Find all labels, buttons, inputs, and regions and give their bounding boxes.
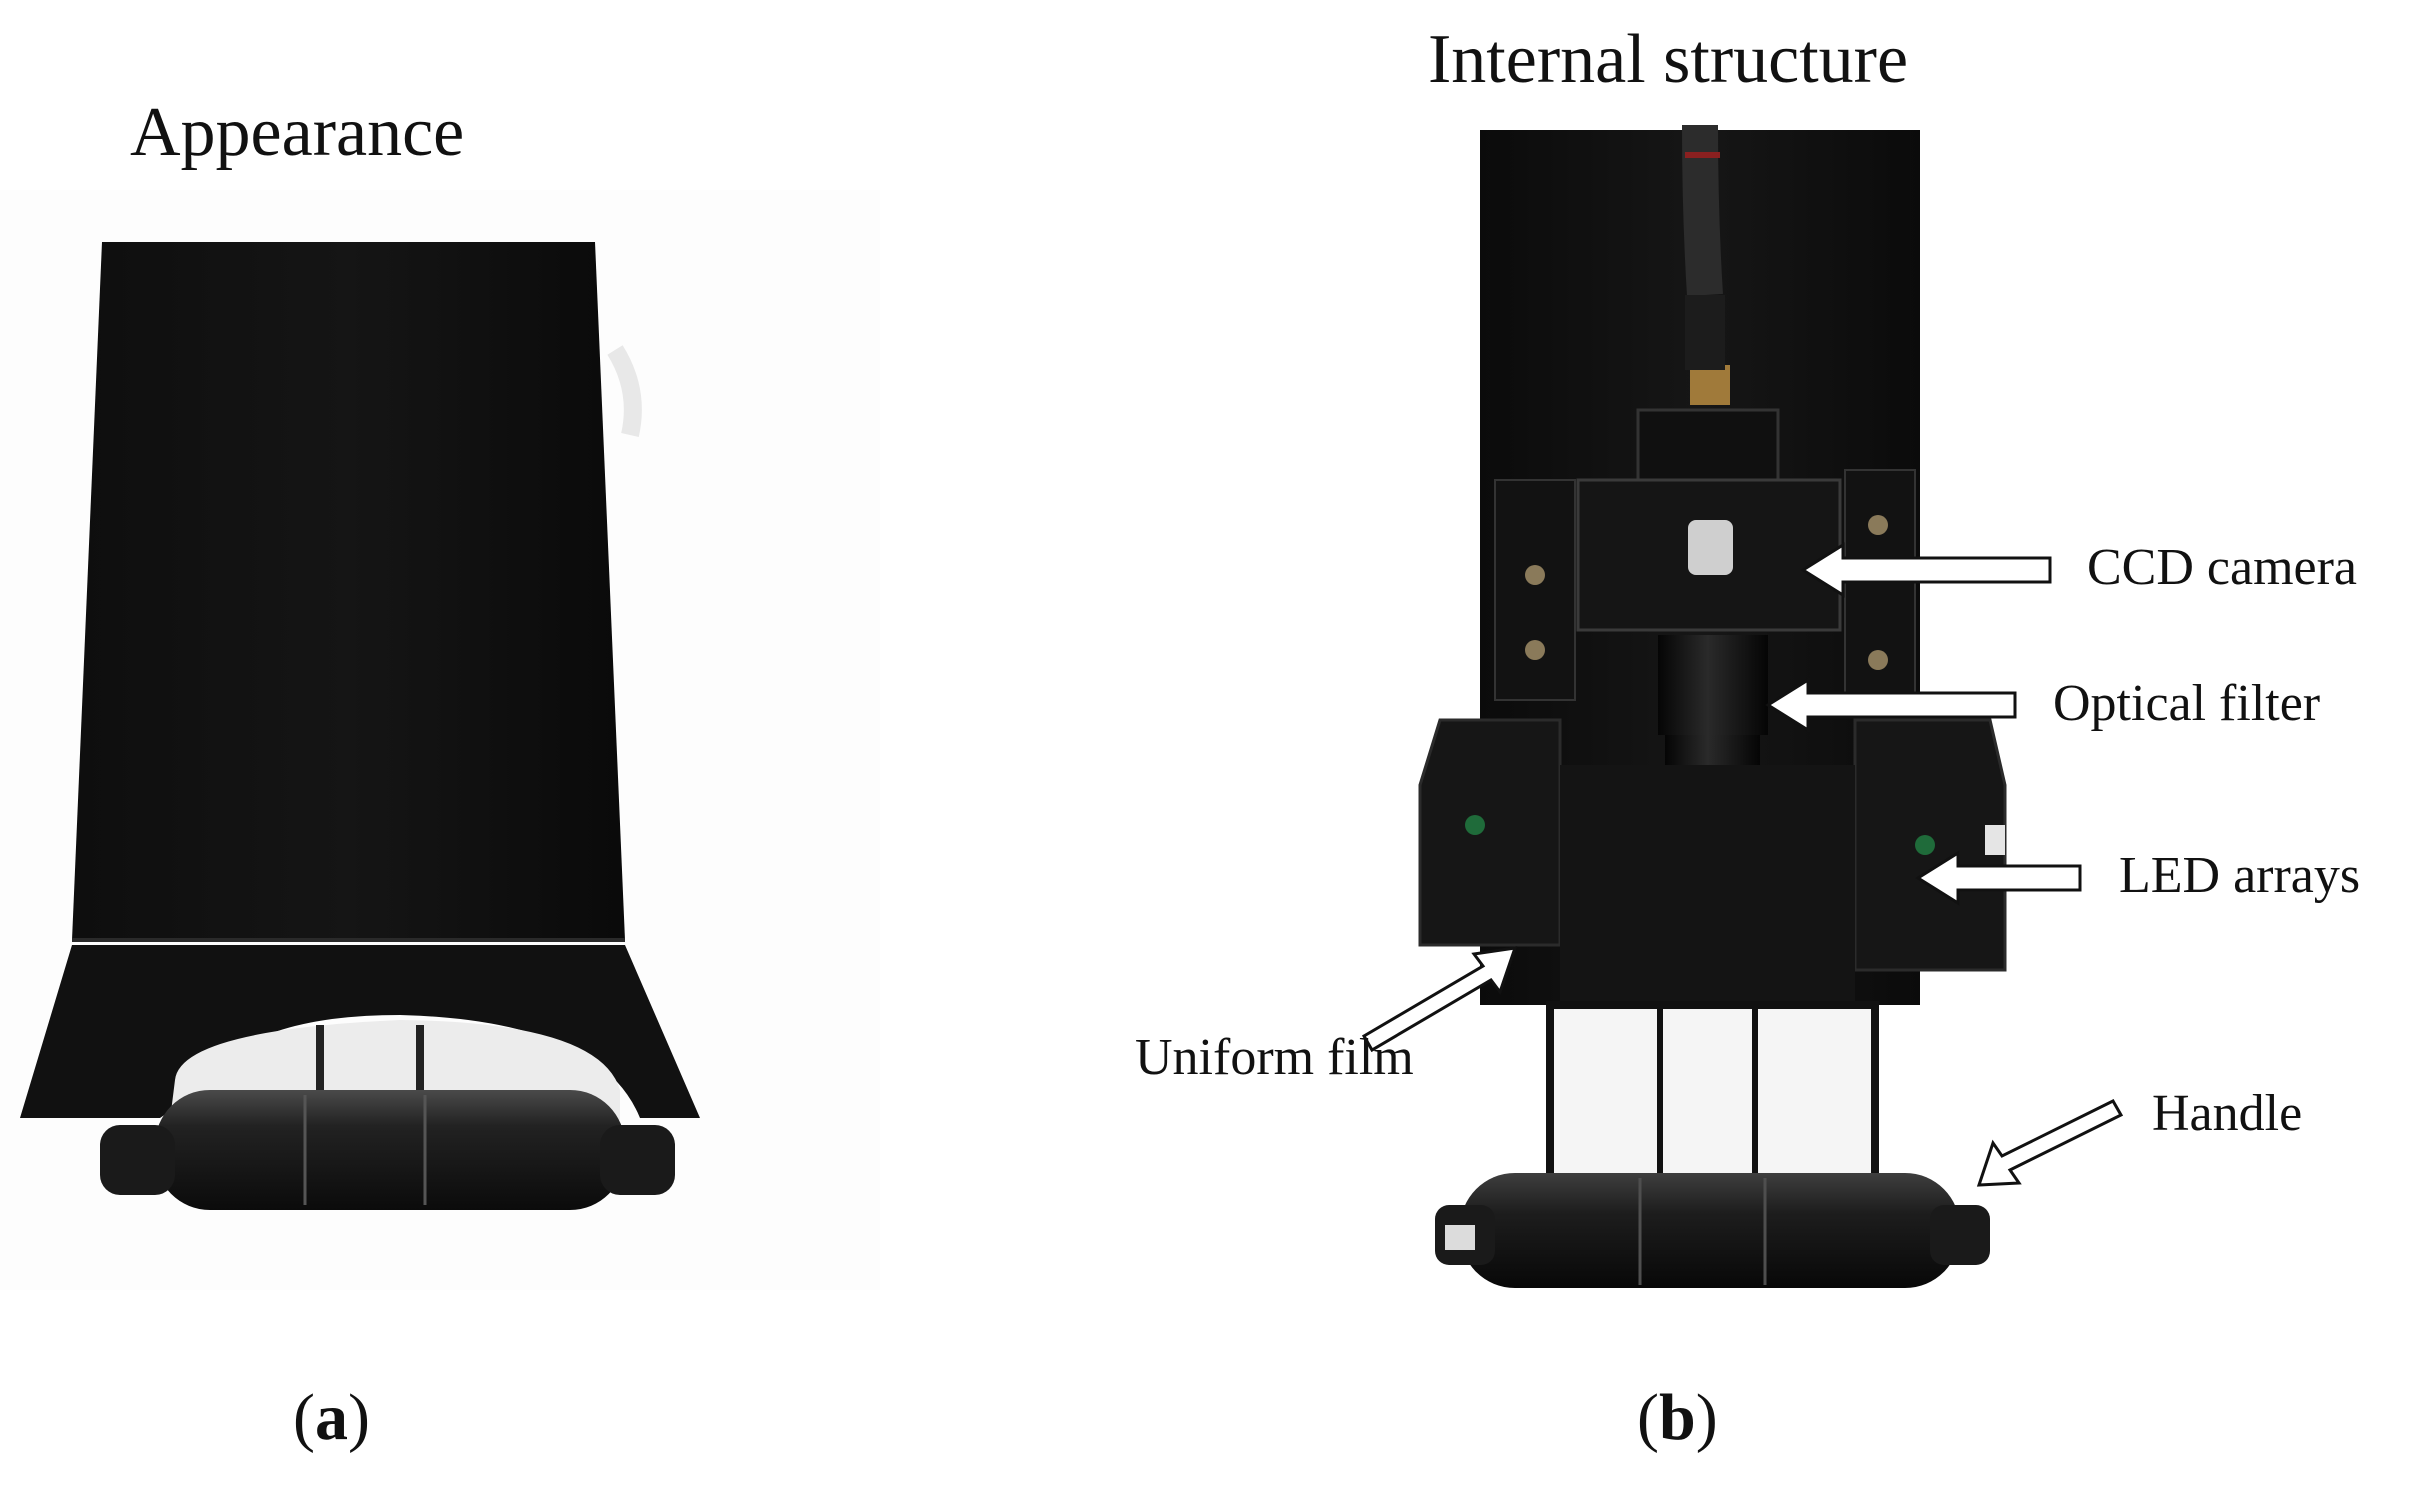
arrow-ccd-camera	[1800, 542, 2052, 598]
panel-b-label: (b)	[1637, 1381, 1718, 1454]
uniform-film-label: Uniform film	[1135, 1029, 1414, 1086]
arrow-handle	[1976, 1099, 2124, 1187]
handle-label: Handle	[2152, 1085, 2303, 1142]
appearance-photo	[0, 190, 880, 1290]
panel-b-title: Internal structure	[1428, 21, 1909, 98]
panel-a-label: (a)	[293, 1381, 370, 1454]
panel-a-title: Appearance	[130, 94, 465, 171]
arrow-led-arrays	[1915, 850, 2082, 906]
ccd-camera-label: CCD camera	[2087, 539, 2358, 596]
arrow-optical-filter	[1765, 677, 2017, 733]
panel-b-letter: b	[1658, 1381, 1696, 1454]
optical-filter-label: Optical filter	[2053, 675, 2321, 732]
arrow-uniform-film	[1361, 946, 1518, 1053]
internal-structure-photo	[1418, 124, 2007, 1288]
led-arrays-label: LED arrays	[2119, 847, 2361, 904]
panel-a-letter: a	[314, 1381, 348, 1454]
